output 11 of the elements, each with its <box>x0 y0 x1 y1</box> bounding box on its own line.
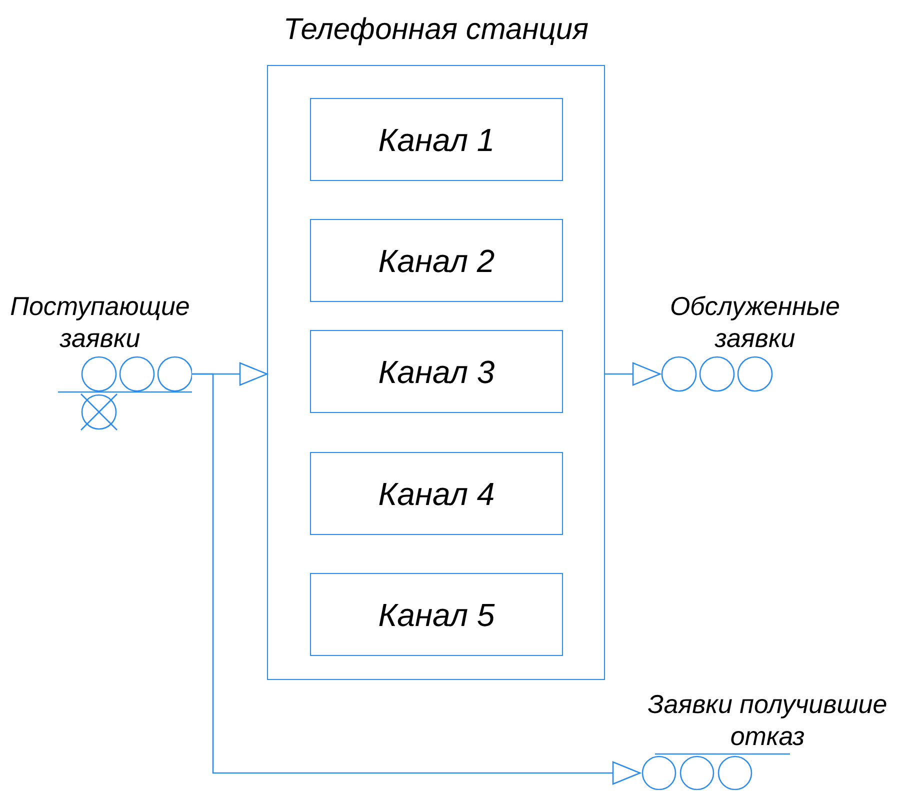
channel-box: Канал 1 <box>310 98 563 181</box>
channel-box: Канал 3 <box>310 330 563 413</box>
queue-label: Обслуженные заявки <box>668 290 842 354</box>
channel-box: Канал 2 <box>310 219 563 302</box>
channel-box: Канал 4 <box>310 452 563 535</box>
channel-box: Канал 5 <box>310 573 563 656</box>
arrow <box>192 373 641 785</box>
arrow <box>605 362 661 386</box>
queue-label: Поступающие заявки <box>9 290 191 354</box>
queue-label: Заявки получившие отказ <box>646 688 888 752</box>
station-title: Телефонная станция <box>282 12 590 48</box>
